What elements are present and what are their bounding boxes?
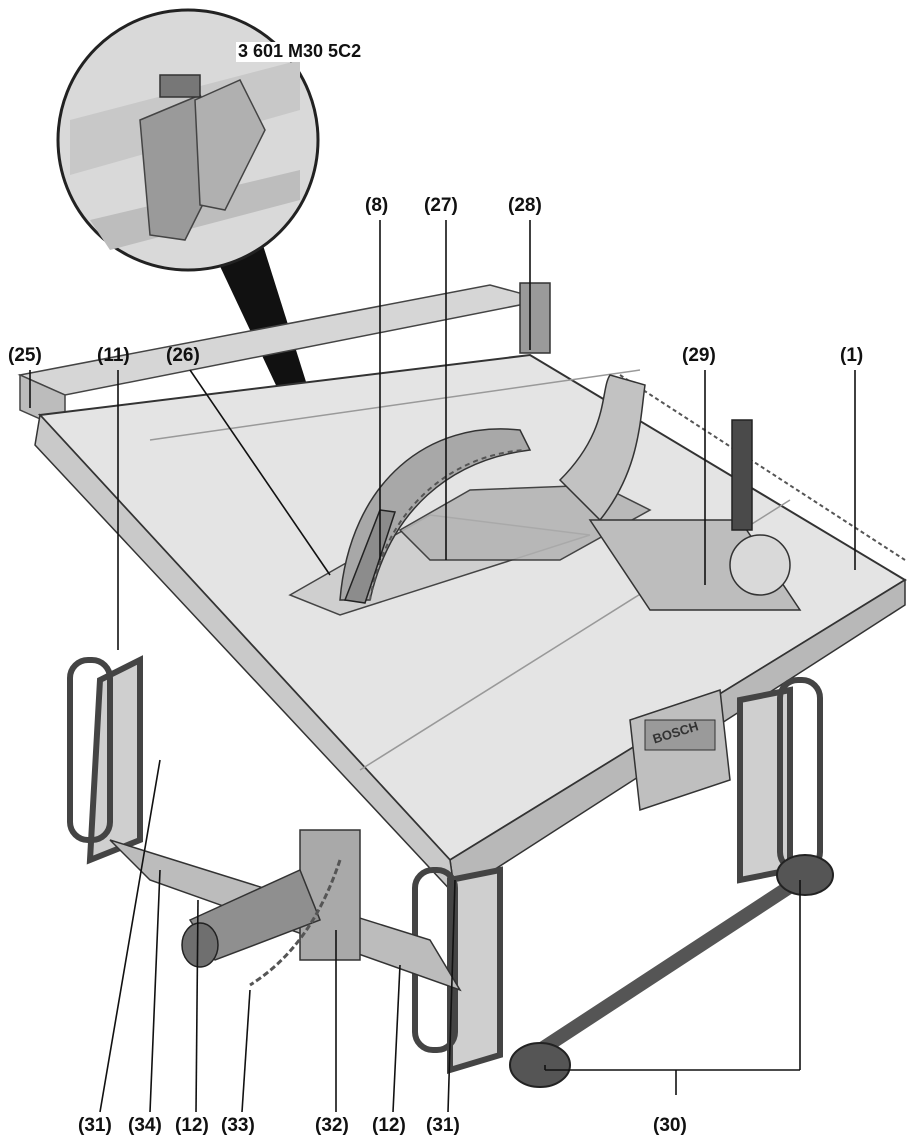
callout-12-right: (12) <box>372 1115 406 1136</box>
motor-housing <box>629 688 731 812</box>
callout-11: (11) <box>97 345 130 366</box>
callout-33: (33) <box>221 1115 255 1136</box>
callout-31-left: (31) <box>78 1115 112 1136</box>
callout-1: (1) <box>840 345 864 366</box>
dust-extraction <box>181 829 361 987</box>
callout-28: (28) <box>508 195 542 216</box>
callout-26: (26) <box>166 345 200 366</box>
detail-zoom-circle <box>56 8 320 272</box>
callout-12-left: (12) <box>175 1115 209 1136</box>
model-number-label: 3 601 M30 5C2 <box>236 41 364 62</box>
callout-27: (27) <box>424 195 458 216</box>
callout-30: (30) <box>653 1115 687 1136</box>
blade-guard <box>398 374 652 561</box>
transport-handle-wheels <box>509 854 834 1088</box>
callout-34: (34) <box>128 1115 162 1136</box>
callout-8: (8) <box>365 195 389 216</box>
leader-lines <box>29 220 856 1113</box>
miter-gauge <box>588 419 802 611</box>
callout-32: (32) <box>315 1115 349 1136</box>
callout-25: (25) <box>8 345 42 366</box>
callout-31-right: (31) <box>426 1115 460 1136</box>
callout-29: (29) <box>682 345 716 366</box>
riving-knife <box>343 509 396 604</box>
